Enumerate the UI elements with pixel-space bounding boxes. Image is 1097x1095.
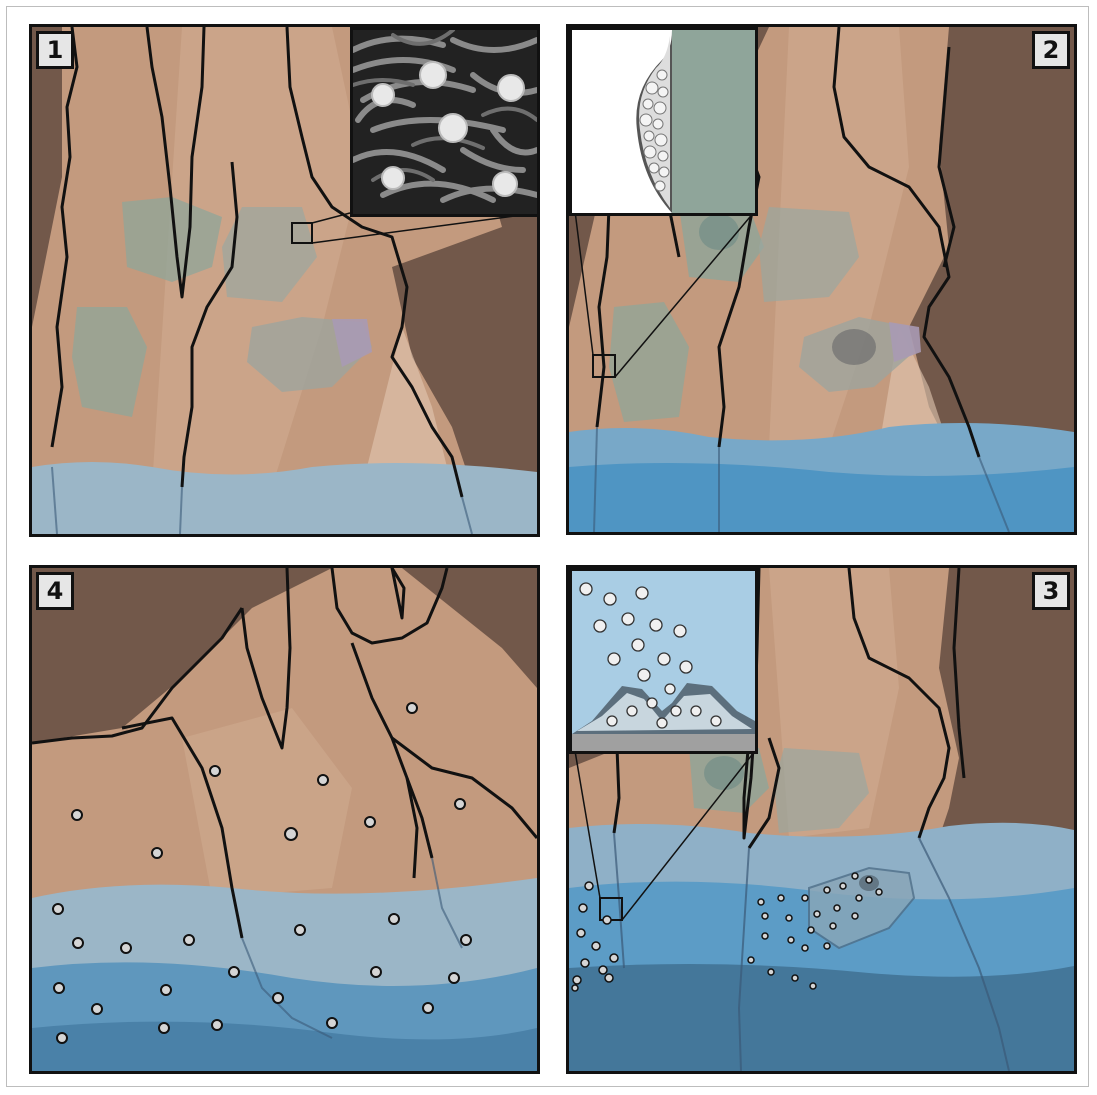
crystal-particle xyxy=(788,937,794,943)
crystal-particle xyxy=(808,927,814,933)
crystal-particle xyxy=(210,766,220,776)
panel-1-label: 1 xyxy=(36,31,74,69)
crystal-particle xyxy=(229,967,239,977)
crystal-particle xyxy=(585,882,593,890)
crystal-particle xyxy=(856,895,862,901)
crystal-particle xyxy=(371,967,381,977)
panel-2-zoom-inset xyxy=(569,27,758,216)
panel-2: 2 xyxy=(566,24,1077,535)
crystal-particle xyxy=(866,877,872,883)
panel-3-zoom-inset xyxy=(569,568,758,754)
crystal-particle xyxy=(573,976,581,984)
crystal-particle xyxy=(159,1023,169,1033)
crystal-particle xyxy=(57,1033,67,1043)
crystal-particle xyxy=(852,913,858,919)
crystal-particle xyxy=(814,911,820,917)
crystal-particle xyxy=(768,969,774,975)
panel-2-label: 2 xyxy=(1032,31,1070,69)
crystal-particle xyxy=(876,889,882,895)
crystal-particle xyxy=(184,935,194,945)
crystal-particle xyxy=(786,915,792,921)
crystal-particle xyxy=(579,904,587,912)
crystal-particle xyxy=(762,913,768,919)
panel-4: 4 xyxy=(29,565,540,1074)
crystal-particle xyxy=(152,848,162,858)
crystal-particle xyxy=(802,945,808,951)
crystal-particle xyxy=(802,895,808,901)
crystal-particle xyxy=(599,966,607,974)
crystal-particle xyxy=(605,974,613,982)
crystal-particle xyxy=(92,1004,102,1014)
crystal-particle xyxy=(603,916,611,924)
crystal-particle xyxy=(834,905,840,911)
crystal-release-illustration xyxy=(572,571,755,751)
crystal-particle xyxy=(72,810,82,820)
crystal-particle xyxy=(572,985,578,991)
panel-1-zoom-inset xyxy=(350,27,540,217)
surface-blister-illustration xyxy=(572,30,755,213)
crystal-particle xyxy=(577,929,585,937)
crystal-particle xyxy=(592,942,600,950)
crystal-particle xyxy=(461,935,471,945)
crystal-particle xyxy=(318,775,328,785)
crystal-particle xyxy=(792,975,798,981)
crystal-particle xyxy=(824,887,830,893)
panel-1: 1 xyxy=(29,24,540,537)
crystal-particle xyxy=(365,817,375,827)
crystal-particle xyxy=(295,925,305,935)
crystal-particle xyxy=(54,983,64,993)
crystal-particle xyxy=(748,957,754,963)
crystal-particle xyxy=(73,938,83,948)
crystal-particle xyxy=(762,933,768,939)
crystal-particle xyxy=(824,943,830,949)
crystal-particle xyxy=(810,983,816,989)
crystal-particle xyxy=(285,828,297,840)
crystal-particle xyxy=(53,904,63,914)
crystal-particle xyxy=(423,1003,433,1013)
panel-3: 3 xyxy=(566,565,1077,1074)
crystal-particle xyxy=(610,954,618,962)
crystal-particle xyxy=(758,899,764,905)
crystal-particle xyxy=(389,914,399,924)
crystal-particle xyxy=(327,1018,337,1028)
crystal-particle xyxy=(778,895,784,901)
crystal-particle xyxy=(161,985,171,995)
fibrous-texture-illustration xyxy=(353,30,537,214)
crystal-particle xyxy=(581,959,589,967)
crystal-particle xyxy=(273,993,283,1003)
crystal-particle xyxy=(121,943,131,953)
crystal-particle xyxy=(840,883,846,889)
crystal-particle xyxy=(212,1020,222,1030)
crystal-particle xyxy=(852,873,858,879)
crystal-particle xyxy=(830,923,836,929)
crystal-particle xyxy=(407,703,417,713)
crystal-particle xyxy=(449,973,459,983)
panel-4-particles xyxy=(32,568,537,1071)
crystal-particle xyxy=(455,799,465,809)
